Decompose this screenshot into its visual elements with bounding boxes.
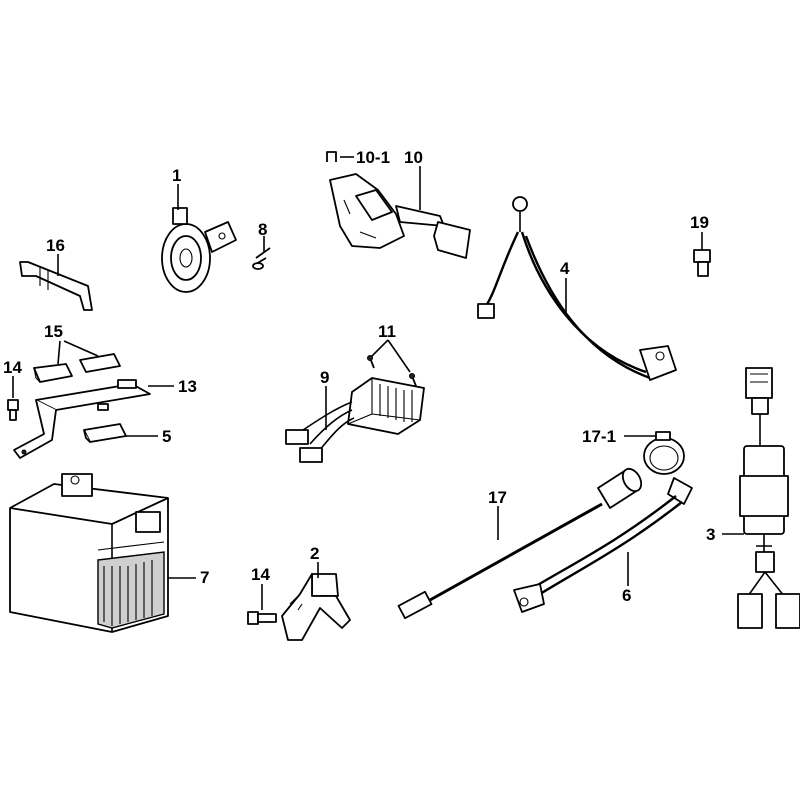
battery-part — [9, 473, 169, 633]
screw-8-part — [252, 247, 271, 270]
label-3: 3 — [706, 525, 715, 544]
label-10: 10 — [404, 148, 423, 167]
pads-part — [33, 353, 121, 383]
relay-unit-part — [737, 367, 800, 629]
screws-11-part — [367, 355, 417, 387]
socket-harness-part — [397, 467, 643, 620]
label-19: 19 — [690, 213, 709, 232]
label-1: 1 — [172, 166, 181, 185]
cable-6-part — [513, 477, 693, 613]
regulator-part — [285, 377, 425, 463]
label-9: 9 — [320, 368, 329, 387]
clip-part — [19, 261, 93, 311]
fuse-part — [326, 151, 337, 162]
starter-relay-part — [329, 173, 471, 259]
label-13: 13 — [178, 377, 197, 396]
horn-part — [161, 207, 237, 293]
label-2: 2 — [310, 544, 319, 563]
label-14-bottom: 14 — [251, 565, 270, 584]
label-16: 16 — [46, 236, 65, 255]
label-4: 4 — [560, 259, 570, 278]
tray-part — [13, 379, 151, 459]
label-6: 6 — [622, 586, 631, 605]
label-17: 17 — [488, 488, 507, 507]
label-8: 8 — [258, 220, 267, 239]
bolt-14-bottom-part — [247, 611, 277, 625]
battery-strap-part — [83, 423, 127, 443]
label-5: 5 — [162, 427, 171, 446]
label-10-1: 10-1 — [356, 148, 390, 167]
bolt-14-left-part — [7, 399, 19, 421]
socket-cap-part — [643, 431, 685, 475]
label-7: 7 — [200, 568, 209, 587]
bracket-part — [281, 573, 351, 641]
label-15: 15 — [44, 322, 63, 341]
label-14-left: 14 — [3, 358, 22, 377]
label-17-1: 17-1 — [582, 427, 616, 446]
cable-4-part — [477, 196, 677, 381]
label-11: 11 — [378, 322, 396, 341]
bulb-part — [693, 249, 711, 277]
